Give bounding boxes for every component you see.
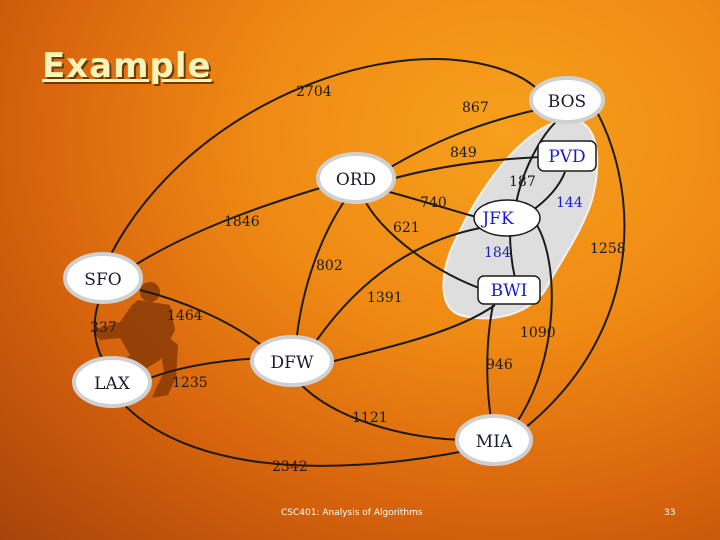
- weight-ord-jfk: 740: [420, 195, 447, 211]
- node-label-pvd: PVD: [548, 147, 585, 167]
- node-mia[interactable]: MIA: [457, 416, 531, 464]
- weight-ord-dfw: 802: [316, 258, 343, 274]
- node-label-ord: ORD: [336, 170, 376, 190]
- node-bwi[interactable]: BWI: [478, 276, 540, 304]
- weight-lax-dfw: 1235: [172, 375, 208, 391]
- page-number: 33: [664, 508, 675, 518]
- weight-sfo-bos: 2704: [296, 84, 332, 100]
- node-bos[interactable]: BOS: [531, 78, 603, 122]
- weight-lax-mia: 2342: [272, 459, 308, 475]
- weight-jfk-pvd: 144: [556, 195, 583, 211]
- node-lax[interactable]: LAX: [74, 358, 150, 406]
- weight-dfw-jfk: 1391: [367, 290, 403, 306]
- weight-ord-bwi: 621: [393, 220, 420, 236]
- edge-lax-mia: [118, 398, 470, 466]
- weight-jfk-bwi: 184: [484, 245, 511, 261]
- weight-dfw-mia: 1121: [352, 410, 388, 426]
- weight-jfk-mia: 1258: [590, 241, 626, 257]
- node-pvd[interactable]: PVD: [538, 141, 596, 171]
- edge-dfw-mia: [295, 378, 470, 440]
- weight-sfo-lax: 337: [90, 320, 117, 336]
- node-ord[interactable]: ORD: [318, 154, 394, 202]
- node-label-sfo: SFO: [84, 270, 121, 290]
- weight-jfk-bos: 187: [509, 174, 536, 190]
- node-jfk[interactable]: JFK: [474, 200, 540, 236]
- node-label-dfw: DFW: [271, 353, 314, 373]
- node-label-bos: BOS: [548, 92, 586, 112]
- node-dfw[interactable]: DFW: [252, 337, 332, 385]
- slide-footer: CSC401: Analysis of Algorithms: [281, 508, 423, 518]
- weight-sfo-dfw: 1464: [167, 308, 203, 324]
- node-label-jfk: JFK: [480, 209, 514, 229]
- weight-ord-pvd: 849: [450, 145, 477, 161]
- node-label-bwi: BWI: [491, 281, 528, 301]
- node-sfo[interactable]: SFO: [65, 254, 141, 302]
- weight-sfo-ord: 1846: [224, 214, 260, 230]
- node-label-mia: MIA: [476, 432, 513, 452]
- node-label-lax: LAX: [94, 374, 131, 394]
- weight-bwi-mia: 1090: [520, 325, 556, 341]
- weight-ord-bos: 867: [462, 100, 489, 116]
- weight-dfw-bwi: 946: [486, 357, 513, 373]
